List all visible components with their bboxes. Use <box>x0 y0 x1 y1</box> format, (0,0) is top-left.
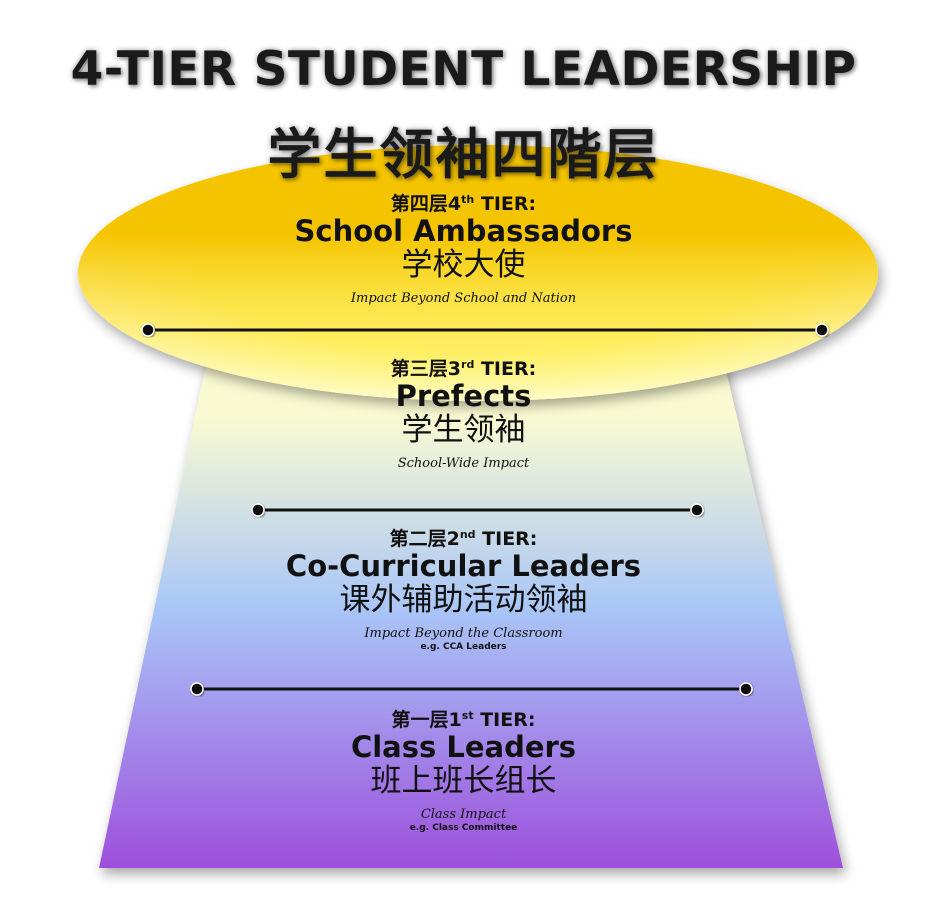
pyramid-trapezoid <box>99 290 843 868</box>
tier-4-name-zh: 学校大使 <box>401 247 526 283</box>
tier-2-label: 第二层2nd TIER: <box>389 528 538 550</box>
tier-2-block: 第二层2nd TIER: Co-Curricular Leaders 课外辅助活… <box>0 524 927 652</box>
divider-tier-4-3-left-dot <box>141 323 155 337</box>
tier-1-name: Class Leaders <box>350 730 577 764</box>
divider-tier-2-1-left-dot <box>190 682 204 696</box>
tier-3-name-zh: 学生领袖 <box>401 412 526 448</box>
divider-tier-2-1-right-dot <box>739 682 753 696</box>
tier-2-name-zh: 课外辅助活动领袖 <box>339 582 588 618</box>
top-tier-ellipse-highlight <box>78 145 878 401</box>
tier-1-example: e.g. Class Committee <box>409 823 518 833</box>
divider-tier-3-2-left-dot <box>251 503 265 517</box>
tier-3-name: Prefects <box>395 379 532 413</box>
tier-4-impact: Impact Beyond School and Nation <box>350 291 577 306</box>
divider-tier-4-3-right-dot <box>815 323 829 337</box>
tier-1-name-zh: 班上班长组长 <box>370 763 557 799</box>
tier-4-block: 第四层4th TIER: School Ambassadors 学校大使 Imp… <box>0 189 927 307</box>
tier-2-name: Co-Curricular Leaders <box>285 549 642 583</box>
tier-4-name: School Ambassadors <box>294 214 633 248</box>
title-chinese: 学生领袖四階层 <box>267 123 660 186</box>
divider-tier-3-2-right-dot <box>690 503 704 517</box>
tier-3-label: 第三层3rd TIER: <box>390 358 537 380</box>
tier-3-impact: School-Wide Impact <box>397 456 530 471</box>
tier-1-block: 第一层1st TIER: Class Leaders 班上班长组长 Class … <box>0 705 927 833</box>
tier-3-block: 第三层3rd TIER: Prefects 学生领袖 School-Wide I… <box>0 354 927 472</box>
tier-1-impact: Class Impact <box>420 807 507 822</box>
tier-1-label: 第一层1st TIER: <box>391 709 536 731</box>
tier-2-example: e.g. CCA Leaders <box>420 642 507 652</box>
tier-2-impact: Impact Beyond the Classroom <box>364 626 563 641</box>
title-english: 4-TIER STUDENT LEADERSHIP <box>70 42 857 97</box>
tier-4-label: 第四层4th TIER: <box>390 193 537 215</box>
